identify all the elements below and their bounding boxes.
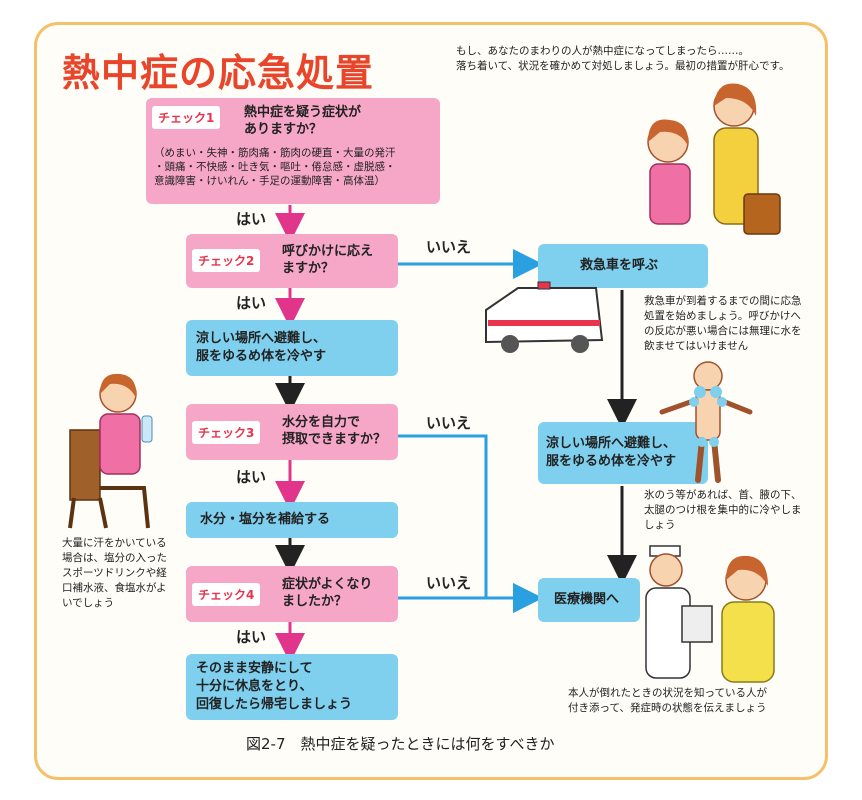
- note-sweat: 大量に汗をかいている場合は、塩分の入ったスポーツドリンクや経口補水液、食塩水がよ…: [62, 537, 167, 609]
- check2-question-line: ますか？: [282, 261, 335, 276]
- girl-hair: [100, 373, 137, 398]
- cool-down-box-left: [186, 320, 398, 376]
- hospital-box: [538, 578, 640, 622]
- companion-body: [721, 601, 775, 683]
- yes-label: はい: [236, 294, 267, 312]
- check2-question: 呼びかけに応え ますか？: [282, 243, 373, 277]
- check1-symptoms: （めまい・失神・筋肉痛・筋肉の硬直・大量の発汗 ・頭痛・不快感・吐き気・嘔吐・倦…: [154, 146, 396, 188]
- ambulance-siren: [537, 281, 551, 290]
- hydrate-text: 水分・塩分を補給する: [200, 512, 331, 527]
- cool-line: 涼しい場所へ避難し、: [546, 436, 677, 451]
- figure-caption: 図2-7 熱中症を疑ったときには何をすべきか: [246, 735, 555, 753]
- girl-body: [649, 163, 691, 225]
- check4-question-line: 症状がよくなり: [282, 577, 373, 592]
- caregiver-illustration: [647, 83, 781, 235]
- woman-hair: [714, 83, 757, 116]
- symptom-line: ・頭痛・不快感・吐き気・嘔吐・倦怠感・虚脱感・: [154, 161, 396, 173]
- check3-question-line: 水分を自力で: [282, 415, 361, 430]
- check1-question-line: ありますか？: [244, 122, 323, 137]
- ice-pack: [689, 397, 699, 407]
- check4-tag: チェック4: [192, 583, 261, 606]
- ambulance-stripe: [488, 320, 600, 326]
- no-label: いいえ: [426, 414, 472, 432]
- ice-pack-illustration: [659, 361, 753, 483]
- ice-pack: [717, 397, 727, 407]
- note-ambulance: 救急車が到着するまでの間に応急処置を始めましょう。呼びかけへの反応が悪い場合には…: [644, 295, 802, 352]
- note-hospital-line: 付き添って、発症時の状態を伝えましょう: [568, 702, 767, 714]
- note-hospital: 本人が倒れたときの状況を知っている人が 付き添って、発症時の状態を伝えましょう: [568, 686, 767, 716]
- yes-label: はい: [236, 210, 267, 228]
- rest-box: [186, 654, 398, 720]
- bottle: [141, 415, 153, 443]
- cool-line: 服をゆるめ体を冷やす: [196, 349, 327, 364]
- cool-line: 涼しい場所へ避難し、: [196, 331, 327, 346]
- intro-line-1: もし、あなたのまわりの人が熱中症になってしまったら……。: [456, 45, 750, 57]
- check3-question: 水分を自力で 摂取できますか？: [282, 414, 386, 448]
- ice-pack: [709, 437, 719, 447]
- check3-question-line: 摂取できますか？: [282, 432, 387, 447]
- symptom-line: （めまい・失神・筋肉痛・筋肉の硬直・大量の発汗: [154, 147, 396, 159]
- nurse-head: [649, 553, 683, 587]
- no-label: いいえ: [426, 238, 472, 256]
- yes-label: はい: [236, 628, 267, 646]
- hospital-text: 医療機関へ: [554, 592, 620, 607]
- chair-back: [69, 429, 101, 501]
- ambulance-illustration: [485, 281, 604, 353]
- ice-pack: [697, 437, 707, 447]
- intro-line-2: 落ち着いて、状況を確かめて対処しましょう。最初の措置が肝心です。: [456, 60, 790, 72]
- hydrate-box: [186, 502, 398, 538]
- clipboard: [681, 605, 713, 643]
- ambulance-wheel-front: [501, 335, 519, 353]
- cool-down-box-right: [538, 422, 708, 484]
- intro-text: もし、あなたのまわりの人が熱中症になってしまったら……。 落ち着いて、状況を確か…: [456, 44, 789, 74]
- chair-legs: [68, 486, 150, 529]
- girl-body: [99, 413, 141, 475]
- ice-pack: [710, 386, 722, 398]
- bag: [743, 193, 781, 235]
- rest-text: そのまま安静にして 十分に休息をとり、 回復したら帰宅しましょう: [196, 660, 352, 714]
- no-label: いいえ: [426, 574, 472, 592]
- rest-line: 回復したら帰宅しましょう: [196, 697, 353, 712]
- check2-tag: チェック2: [192, 249, 261, 272]
- ambulance-text: 救急車を呼ぶ: [580, 258, 659, 273]
- cool-down-text-right: 涼しい場所へ避難し、 服をゆるめ体を冷やす: [546, 435, 676, 471]
- page-title: 熱中症の応急処置: [62, 51, 375, 95]
- check2-question-line: 呼びかけに応え: [282, 244, 374, 259]
- note-ice: 氷のう等があれば、首、腋の下、太腿のつけ根を集中的に冷やしましょう: [644, 489, 802, 531]
- ice-pack: [694, 386, 706, 398]
- check1-tag: チェック1: [152, 106, 221, 129]
- girl-hair: [648, 119, 689, 146]
- yes-label: はい: [236, 468, 267, 486]
- check1-question: 熱中症を疑う症状が ありますか？: [244, 104, 361, 138]
- ambulance-body: [485, 287, 604, 344]
- cool-line: 服をゆるめ体を冷やす: [546, 454, 677, 469]
- check4-question-line: ましたか？: [282, 594, 348, 609]
- check4-question: 症状がよくなり ましたか？: [282, 576, 372, 610]
- ambulance-box: [538, 244, 708, 288]
- symptom-line: 意識障害・けいれん・手足の運動障害・高体温）: [154, 175, 385, 187]
- figure-head: [693, 361, 723, 391]
- rest-line: 十分に休息をとり、: [196, 679, 313, 694]
- cool-down-text-left: 涼しい場所へ避難し、 服をゆるめ体を冷やす: [196, 330, 326, 366]
- check3-tag: チェック3: [192, 421, 261, 444]
- rest-line: そのまま安静にして: [196, 661, 313, 676]
- companion-hair: [726, 555, 768, 586]
- ambulance-wheel-rear: [571, 335, 589, 353]
- drinking-girl-illustration: [68, 373, 153, 529]
- check1-question-line: 熱中症を疑う症状が: [244, 105, 362, 120]
- note-hospital-line: 本人が倒れたときの状況を知っている人が: [568, 687, 767, 699]
- medical-staff-illustration: [645, 545, 775, 683]
- figure-body: [695, 389, 721, 441]
